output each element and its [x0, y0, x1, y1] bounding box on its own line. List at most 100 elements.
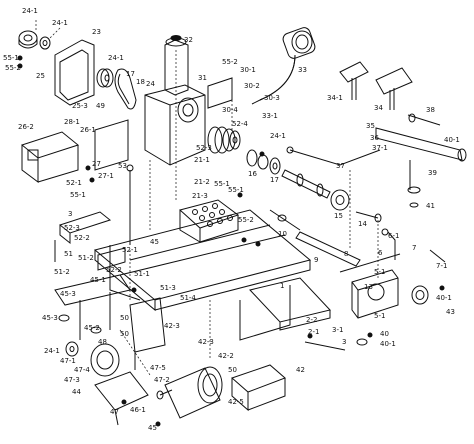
label-25: 25	[36, 72, 45, 80]
label-55-2a: 55-2	[5, 64, 21, 72]
label-7-1: 7-1	[436, 262, 447, 270]
label-51: 51	[64, 250, 73, 258]
label-45b: 45	[148, 424, 157, 432]
label-40-1-top: 40-1	[444, 136, 460, 144]
label-24-1c: 24-1	[108, 54, 124, 62]
label-50: 50	[120, 330, 129, 338]
spindle-part	[281, 169, 331, 199]
foot-pedal-part	[304, 338, 368, 351]
label-10: 10	[278, 230, 287, 238]
tailstock-handle-part	[381, 228, 446, 263]
small-pulley-part	[96, 68, 114, 88]
label-17b: 17	[270, 176, 279, 184]
label-42: 42	[296, 366, 305, 374]
label-40: 40	[380, 330, 389, 338]
label-51-3: 51-3	[160, 284, 176, 292]
label-3-left: 3	[68, 210, 72, 218]
label-1: 1	[280, 282, 284, 290]
label-27-1: 27-1	[98, 172, 114, 180]
label-8: 8	[344, 250, 348, 258]
label-5: 5-1	[374, 312, 385, 320]
label-15: 15	[334, 212, 343, 220]
switch-cover-part	[231, 364, 286, 412]
label-24-1e: 24-1	[44, 347, 60, 355]
access-cover-part	[207, 77, 233, 109]
label-55-1b: 55-1	[70, 191, 86, 199]
flex-light-part	[251, 27, 316, 105]
label-55-1d: 55-1	[214, 180, 230, 188]
motor-bracket-part	[94, 371, 149, 426]
motor-mount-part	[129, 297, 166, 370]
step-pulley-part	[207, 126, 241, 154]
fasteners	[17, 55, 445, 427]
bed-extension-part	[249, 277, 331, 331]
label-6: 6	[378, 249, 383, 257]
switch-box-part	[20, 131, 80, 183]
label-43: 43	[446, 308, 455, 316]
label-42-3b: 42-3	[164, 322, 180, 330]
drive-belt-part	[114, 68, 137, 110]
tool-rest-long-part	[375, 67, 413, 110]
label-52-1: 52-1	[66, 179, 82, 187]
label-38: 38	[426, 106, 435, 114]
label-9: 9	[314, 256, 318, 264]
label-25-3: 25-3	[72, 102, 88, 110]
label-17: 17	[126, 70, 135, 78]
label-14: 14	[358, 220, 367, 228]
bearing-part	[246, 149, 281, 175]
label-51-2b: 51-2	[54, 268, 70, 276]
label-21-3: 21-3	[192, 192, 208, 200]
headstock-part	[144, 35, 206, 166]
end-cap-part	[18, 30, 38, 49]
label-42-2: 42-2	[218, 352, 234, 360]
switch-plate-part	[94, 119, 129, 171]
label-3-1: 3-1	[332, 326, 343, 334]
label-49: 49	[96, 102, 105, 110]
label-47-7: 47-1	[60, 357, 76, 365]
motor-pulley-part	[65, 341, 120, 377]
label-24-1d: 24-1	[270, 132, 286, 140]
label-30-3: 30-3	[264, 94, 280, 102]
label-47: 47	[110, 408, 119, 416]
faceplate-part	[330, 189, 350, 211]
label-46-1: 46-1	[130, 406, 146, 414]
label-21-2: 21-2	[194, 178, 210, 186]
label-2-2: 2-2	[306, 316, 317, 324]
tool-holder-plate-part	[178, 199, 240, 243]
tool-rest-base-part	[375, 113, 467, 208]
label-47-3: 47-3	[64, 376, 80, 384]
tailstock-quill-part	[269, 209, 361, 267]
banjo-part	[54, 211, 126, 271]
label-21-1: 21-1	[194, 156, 210, 164]
label-45-3: 45-3	[42, 314, 58, 322]
label-40-1: 40-1	[436, 294, 452, 302]
label-27: 27	[92, 160, 101, 168]
label-45-1: 45-1	[90, 276, 106, 284]
label-52-2b: 52-2	[106, 266, 122, 274]
label-45: 45	[150, 238, 159, 246]
label-37-1: 37-1	[372, 144, 388, 152]
label-55-2b: 55-2	[222, 58, 238, 66]
label-2-1: 2-1	[308, 328, 319, 336]
label-30-1: 30-1	[240, 66, 256, 74]
label-33: 33	[298, 66, 307, 74]
label-26-1: 26-1	[80, 126, 96, 134]
belt-guard-part	[54, 39, 95, 106]
label-41: 41	[426, 202, 435, 210]
label-32: 32	[184, 36, 193, 44]
label-52-3: 52-3	[196, 144, 212, 152]
label-23: 23	[92, 28, 101, 36]
tool-rest-short-part	[339, 61, 369, 100]
label-50b: 50	[228, 366, 237, 374]
label-5-1: 5-1	[374, 268, 385, 276]
label-51-1: 51-1	[134, 270, 150, 278]
label-47-4: 47-4	[74, 366, 90, 374]
label-3: 3	[342, 338, 346, 346]
label-34: 34	[374, 104, 383, 112]
label-53: 53	[118, 162, 127, 170]
label-52-4: 52-4	[232, 120, 248, 128]
label-33-1: 33-1	[262, 112, 278, 120]
part-labels: 24-1 24-1 55-1 55-2 25 23 24-1 25-3 49 1…	[3, 7, 460, 432]
label-30-2: 30-2	[244, 82, 260, 90]
